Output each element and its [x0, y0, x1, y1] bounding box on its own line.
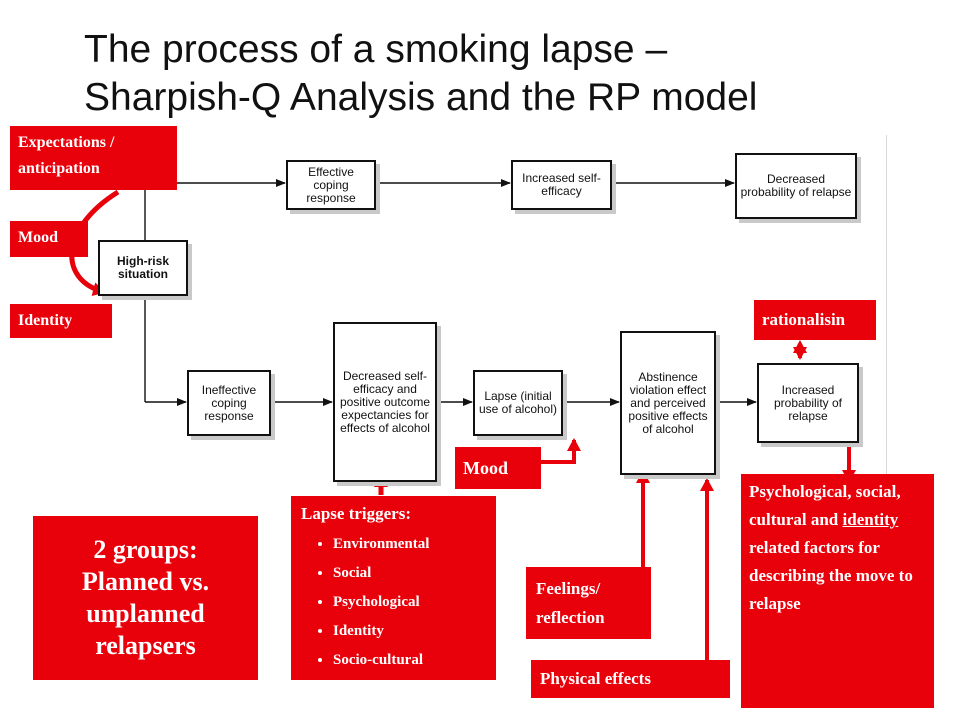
lapse-triggers-heading: Lapse triggers:: [301, 504, 412, 523]
trigger-item: Psychological: [333, 588, 486, 617]
effective-coping-box: Effective coping response: [286, 160, 376, 210]
rationalising-label: rationalisin: [754, 300, 876, 340]
groups-panel: 2 groups: Planned vs. unplanned relapser…: [33, 516, 258, 680]
psychological-factors-panel: Psychological, social, cultural and iden…: [741, 474, 934, 708]
title-line-2: Sharpish-Q Analysis and the RP model: [84, 76, 758, 119]
psych-text-end: related factors for describing the move …: [749, 538, 913, 613]
arrow-mood-to-lapse: [536, 438, 581, 464]
trigger-item: Environmental: [333, 530, 486, 559]
decreased-relapse-box: Decreased probability of relapse: [735, 153, 857, 219]
trigger-item: Identity: [333, 617, 486, 646]
physical-effects-label: Physical effects: [531, 660, 730, 698]
feelings-label: Feelings/ reflection: [526, 567, 651, 639]
lapse-triggers-list: Environmental Social Psychological Ident…: [301, 530, 486, 675]
high-risk-situation-box: High-risk situation: [98, 240, 188, 296]
ineffective-coping-box: Ineffective coping response: [187, 370, 271, 436]
ave-box: Abstinence violation effect and perceive…: [620, 331, 716, 475]
psych-text-start: Psychological, social, cultural and: [749, 482, 901, 529]
trigger-item: Socio-cultural: [333, 646, 486, 675]
identity-label: Identity: [10, 304, 112, 338]
psych-text-underlined: identity: [842, 510, 899, 529]
decreased-efficacy-box: Decreased self-efficacy and positive out…: [333, 322, 437, 482]
mood-label-mid: Mood: [455, 447, 541, 489]
divider-line: [886, 135, 887, 575]
increased-relapse-box: Increased probability of relapse: [757, 363, 859, 443]
slide-title: The process of a smoking lapse – Sharpis…: [84, 26, 944, 122]
expectations-label: Expectations / anticipation: [10, 126, 177, 190]
lapse-triggers-panel: Lapse triggers: Environmental Social Psy…: [291, 496, 496, 680]
trigger-item: Social: [333, 559, 486, 588]
lapse-box: Lapse (initial use of alcohol): [473, 370, 563, 436]
mood-label-top: Mood: [10, 221, 88, 257]
title-line-1: The process of a smoking lapse –: [84, 28, 668, 71]
increased-efficacy-box: Increased self-efficacy: [511, 160, 612, 210]
